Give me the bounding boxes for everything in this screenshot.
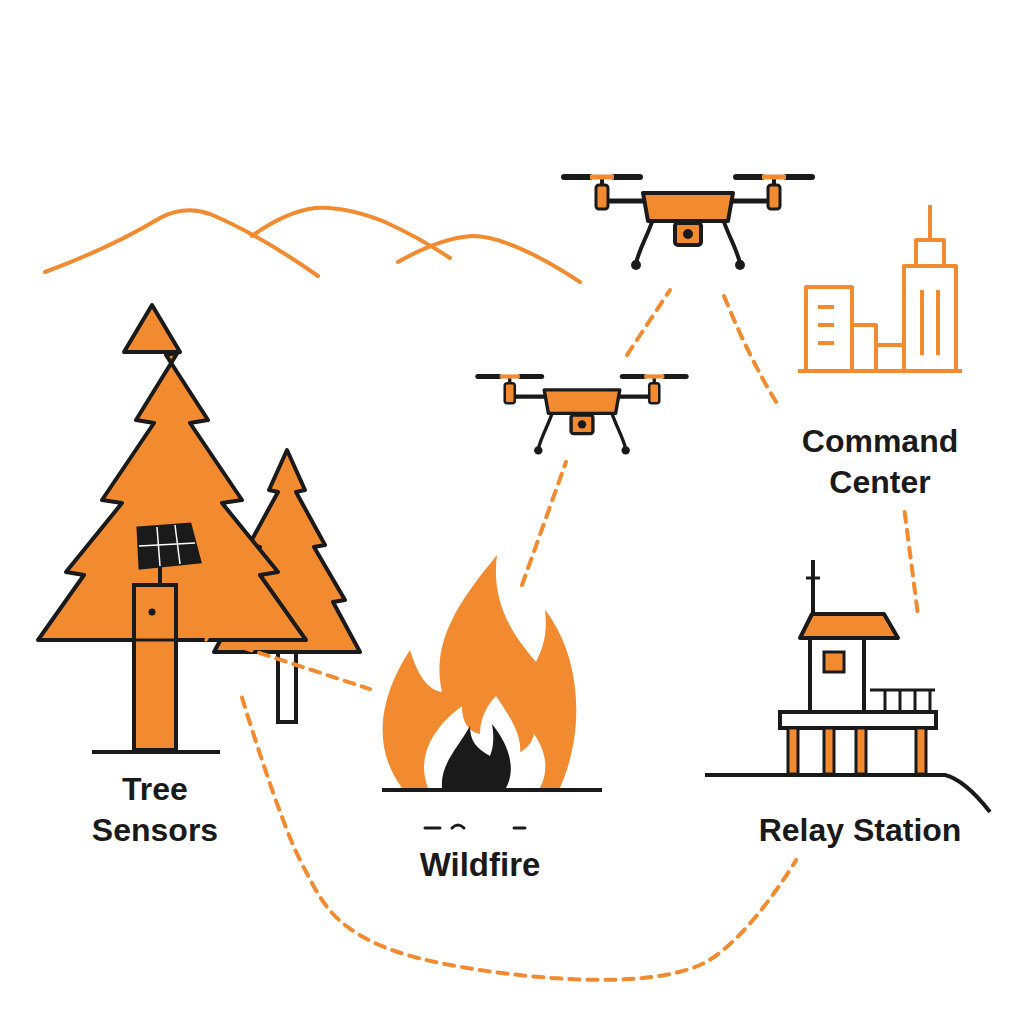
fire: [382, 555, 602, 828]
node-label: Tree Sensors: [76, 769, 234, 852]
icon-group: Tree Sensors: [68, 300, 242, 860]
node-label: Relay Station: [757, 810, 964, 852]
dashed-link: [905, 512, 918, 615]
drone-lower: [478, 376, 686, 454]
drone-upper: [564, 177, 812, 270]
icon-group: Wildfire: [370, 540, 590, 895]
mountains: [45, 208, 580, 282]
dashed-link: [242, 647, 370, 689]
node-label: Wildfire: [418, 844, 543, 887]
icon-group: Relay Station: [715, 615, 1005, 860]
city-buildings: [798, 205, 962, 371]
node-label: Command Center: [776, 421, 984, 504]
dashed-link: [242, 698, 796, 980]
icon-group: Command Center: [768, 200, 992, 512]
relay-building: [705, 560, 990, 812]
sensor-tree: [38, 305, 306, 752]
drone-links: [522, 290, 778, 585]
